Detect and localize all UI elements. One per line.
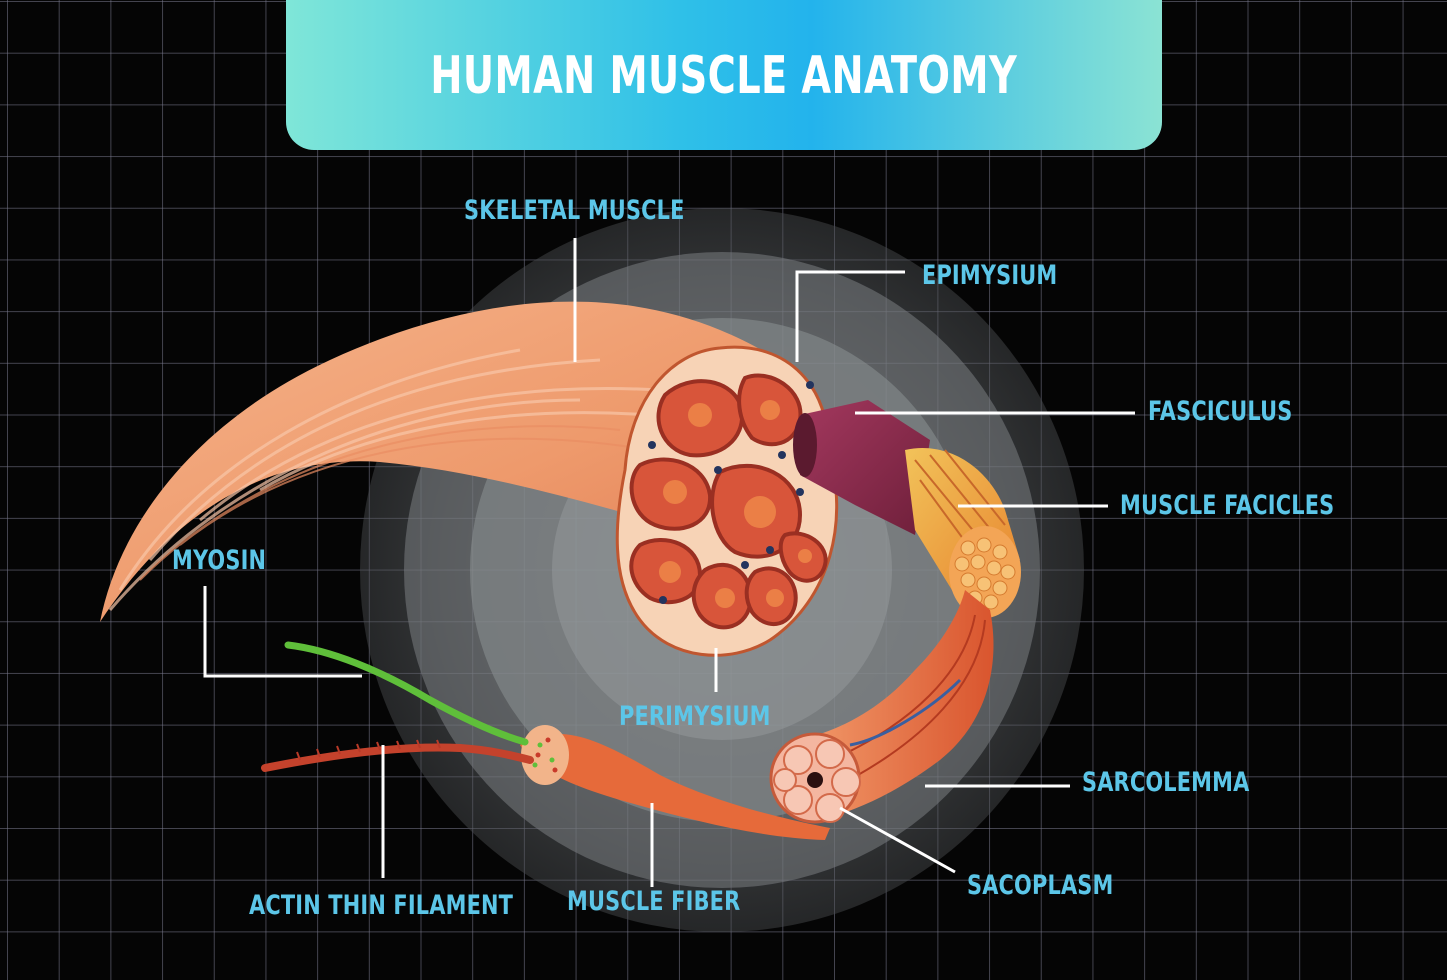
skeletal-muscle-illustration xyxy=(100,301,820,622)
muscle-cross-section xyxy=(615,345,839,657)
label-skeletal-muscle: SKELETAL MUSCLE xyxy=(464,195,685,226)
fiber-bundle-illustration xyxy=(769,590,994,824)
actin-barbs xyxy=(296,739,441,761)
label-muscle-fiber: MUSCLE FIBER xyxy=(567,886,741,917)
leader-lines xyxy=(203,238,1135,887)
title-banner: HUMAN MUSCLE ANATOMY xyxy=(286,0,1162,150)
muscle-fiber-illustration xyxy=(520,725,830,840)
label-sacoplasm: SACOPLASM xyxy=(967,870,1114,901)
fasciculus-illustration xyxy=(793,400,930,535)
actin-illustration xyxy=(261,743,534,772)
myosin-illustration xyxy=(284,641,529,746)
label-muscle-facicles: MUSCLE FACICLES xyxy=(1120,490,1335,521)
label-perimysium: PERIMYSIUM xyxy=(619,701,771,732)
label-myosin: MYOSIN xyxy=(172,545,267,576)
label-fasciculus: FASCICULUS xyxy=(1148,396,1293,427)
label-actin-thin-filament: ACTIN THIN FILAMENT xyxy=(249,890,514,921)
label-sarcolemma: SARCOLEMMA xyxy=(1082,767,1250,798)
label-epimysium: EPIMYSIUM xyxy=(922,260,1058,291)
page-title: HUMAN MUSCLE ANATOMY xyxy=(430,46,1018,106)
